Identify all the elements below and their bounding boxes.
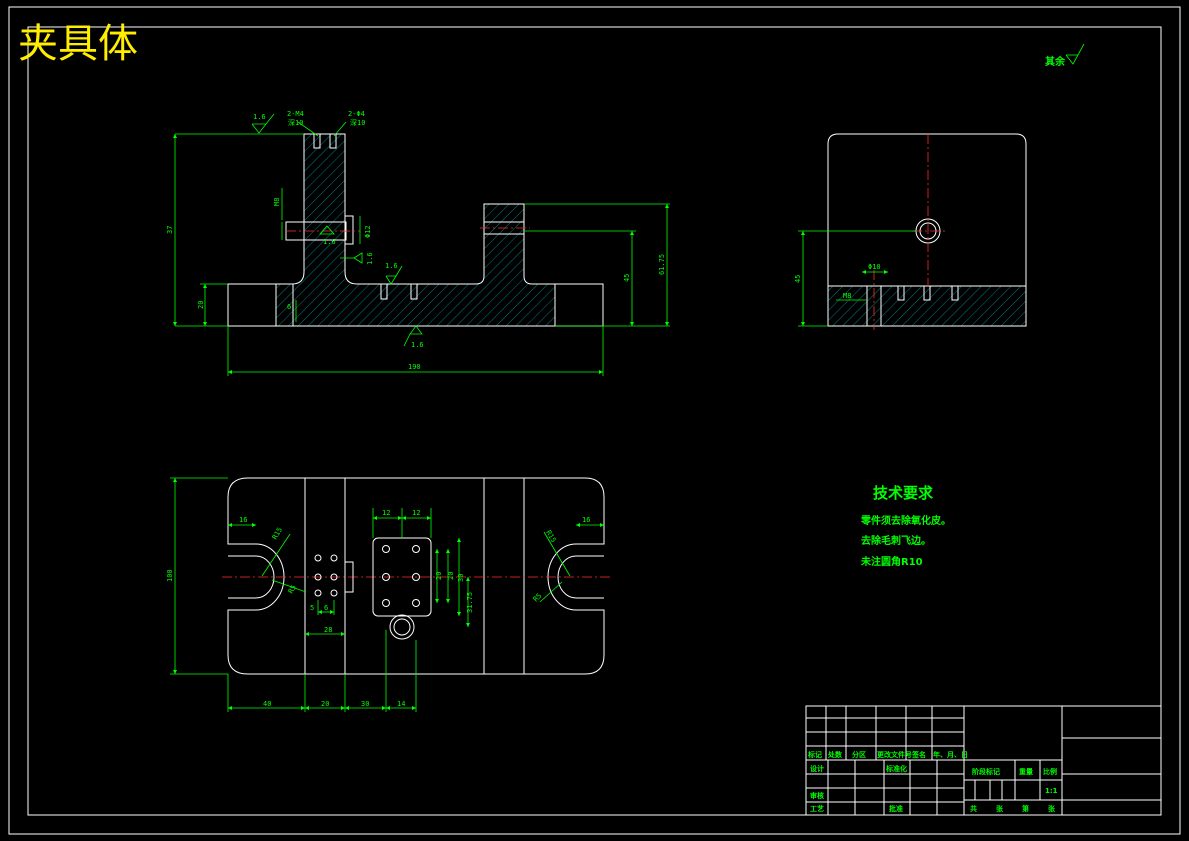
hole-a-depth: 深10	[288, 118, 303, 127]
dim-top-r-l1: R15	[271, 526, 284, 541]
tb-scale: 比例	[1043, 767, 1057, 776]
dim-top-6: 6	[324, 604, 328, 612]
front-right-foot	[554, 283, 604, 327]
dim-front-height: 37	[166, 226, 174, 234]
tb-approve: 批准	[889, 804, 903, 813]
front-left-foot	[227, 283, 277, 327]
dim-side-m: M8	[843, 292, 851, 300]
tech-item-1: 零件须去除氧化皮。	[860, 514, 951, 527]
top-outline	[227, 477, 605, 675]
tb-count: 处数	[827, 750, 843, 759]
dim-top-w-right: 16	[582, 516, 590, 524]
front-body-section	[275, 133, 556, 327]
dim-top-20b: 20	[447, 572, 455, 580]
dim-top-w-left: 16	[239, 516, 247, 524]
drawing-title: 夹具体	[18, 21, 138, 67]
front-phi-callout: Φ12	[364, 225, 372, 238]
side-hatched-base	[827, 285, 1027, 327]
title-block: 标记 处数 分区 更改文件号 签名 年、月、日 设计 标准化 审核 工艺 批准 …	[805, 705, 1162, 816]
dim-top-20a: 20	[435, 572, 443, 580]
dim-front-width: 190	[408, 363, 421, 371]
dim-top-r-r2: R5	[532, 592, 544, 604]
dim-side-h: 45	[794, 275, 802, 283]
outer-border	[8, 6, 1181, 835]
tech-item-2: 去除毛刺飞边。	[861, 534, 931, 547]
dim-bot-20: 20	[321, 700, 329, 708]
roughness-label: 其余	[1045, 55, 1066, 68]
roughness-3: 1.6	[366, 252, 374, 265]
tb-sheet-unit: 张	[996, 804, 1004, 813]
tb-sheet-no: 第	[1022, 804, 1029, 813]
hole-b-callout: 2-Φ4	[348, 110, 365, 118]
tb-design: 设计	[810, 764, 824, 773]
dim-top-3175: 31.75	[466, 592, 474, 613]
dim-top-30: 30	[457, 574, 465, 582]
dim-top-r-l2: R5	[287, 584, 298, 595]
dim-top-height: 100	[166, 569, 174, 582]
tb-weight: 重量	[1019, 767, 1033, 776]
dim-top-5: 5	[310, 604, 314, 612]
side-view: 45 Φ10 M8	[794, 133, 1027, 330]
dim-bot-30: 30	[361, 700, 369, 708]
front-view: 37 20 190 45 61.75 1.6 1.6 1.6 1.6 1.6	[166, 110, 670, 376]
roughness-5: 1.6	[323, 238, 336, 246]
tb-date: 年、月、日	[933, 750, 968, 759]
tb-review: 审核	[810, 791, 824, 800]
dim-top-12b: 12	[412, 509, 420, 517]
dim-front-right-h2: 61.75	[658, 254, 666, 275]
side-outline	[827, 133, 1027, 327]
inner-border	[27, 26, 1162, 816]
tech-requirements: 技术要求 零件须去除氧化皮。 去除毛刺飞边。 未注圆角R10	[860, 484, 951, 568]
dim-top-28: 28	[324, 626, 332, 634]
dim-top-12a: 12	[382, 509, 390, 517]
tb-sheet-total: 共	[970, 804, 977, 813]
hole-a-callout: 2-M4	[287, 110, 304, 118]
tb-zone: 分区	[852, 750, 866, 759]
dim-front-right-h1: 45	[623, 274, 631, 282]
tech-heading: 技术要求	[873, 484, 934, 502]
dim-bot-14: 14	[397, 700, 405, 708]
roughness-note: 其余	[1045, 43, 1085, 68]
tb-standard: 标准化	[885, 764, 907, 773]
tb-scale-value: 1:1	[1045, 787, 1058, 795]
front-dim-6: 6	[287, 303, 291, 311]
dim-front-base: 20	[197, 301, 205, 309]
front-m-callout: M8	[273, 198, 281, 206]
roughness-4: 1.6	[411, 341, 424, 349]
dim-side-phi: Φ10	[868, 263, 881, 271]
tb-process: 工艺	[810, 804, 824, 813]
tb-mark: 标记	[807, 750, 822, 759]
top-bore	[389, 614, 415, 640]
hole-b-depth: 深10	[350, 118, 365, 127]
tb-stage: 阶段标记	[972, 767, 1000, 776]
tb-sheet-unit2: 张	[1048, 804, 1056, 813]
tech-item-3: 未注圆角R10	[860, 555, 923, 568]
roughness-1: 1.6	[253, 113, 266, 121]
top-view: 100 16 16 R15 R5 R15 R5 12 12 20 20 30 3…	[166, 477, 610, 712]
roughness-2: 1.6	[385, 262, 398, 270]
tb-change-doc: 更改文件号	[877, 750, 912, 759]
dim-bot-40: 40	[263, 700, 271, 708]
tb-sign: 签名	[911, 750, 926, 759]
